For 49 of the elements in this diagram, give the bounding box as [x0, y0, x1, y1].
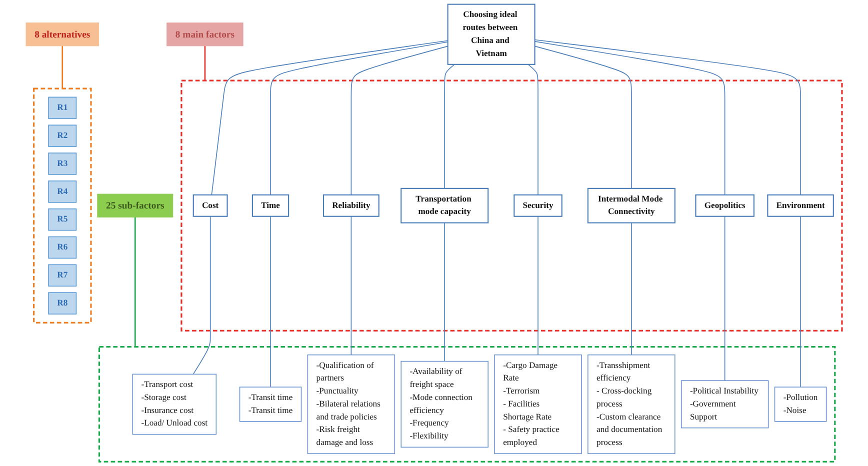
node-box: Intermodal Mode Connectivity: [587, 188, 676, 224]
node-box: Environment: [767, 194, 834, 217]
node-box: R2: [48, 124, 77, 147]
connector: [534, 41, 726, 196]
node-box: -Political Instability -Government Support: [680, 380, 769, 428]
connector: [444, 222, 445, 362]
node-box: -Availability of freight space -Mode connection efficiency -Frequency -Flexibility: [400, 360, 488, 448]
node-box: -Qualification of partners -Punctuality -Bilateral relations and trade policies -Risk freight damage and loss: [307, 354, 396, 454]
connector: [192, 216, 211, 375]
node-box: R6: [48, 236, 77, 259]
connector: [528, 64, 538, 196]
cluster: [98, 346, 836, 462]
node-box: Choosing ideal routes between China and Vietnam: [447, 4, 536, 65]
node-box: Security: [514, 194, 562, 217]
connector: [724, 216, 726, 382]
connector: [631, 222, 632, 356]
node-box: -Transport cost -Storage cost -Insurance cost -Load/ Unload cost: [132, 374, 217, 435]
connector: [211, 40, 448, 196]
node-box: R7: [48, 264, 77, 287]
cluster: [32, 88, 92, 324]
node-box: Cost: [192, 194, 228, 217]
node-box: R1: [48, 96, 77, 120]
node-box: Time: [252, 194, 290, 217]
node-box: -Transshipment efficiency - Cross-docking process -Custom clearance and documentation process: [588, 354, 676, 454]
connector: [270, 41, 448, 196]
node-box: -Cargo Damage Rate -Terrorism - Facilities Shortage Rate - Safety practice employed: [494, 354, 582, 454]
node-box: R5: [48, 208, 77, 231]
cluster: [180, 80, 843, 332]
node-box: Transportation mode capacity: [400, 188, 489, 224]
connector: [534, 46, 632, 189]
connector: [800, 216, 801, 388]
connector: [204, 46, 206, 81]
node-box: Geopolitics: [695, 194, 754, 217]
connector: [350, 46, 448, 196]
node-box: Reliability: [322, 194, 380, 217]
node-box: 25 sub-factors: [97, 194, 174, 218]
node-box: R4: [48, 180, 77, 203]
node-box: 8 main factors: [166, 22, 244, 46]
node-box: 8 alternatives: [26, 22, 100, 46]
connector: [134, 217, 136, 347]
connector: [534, 39, 801, 196]
node-box: -Transit time -Transit time: [239, 386, 302, 422]
node-box: R8: [48, 292, 77, 314]
connector: [62, 46, 64, 89]
connector: [270, 216, 271, 388]
connector: [444, 64, 455, 189]
node-box: -Pollution -Noise: [774, 386, 827, 422]
connector: [350, 216, 352, 356]
node-box: R3: [48, 152, 77, 175]
